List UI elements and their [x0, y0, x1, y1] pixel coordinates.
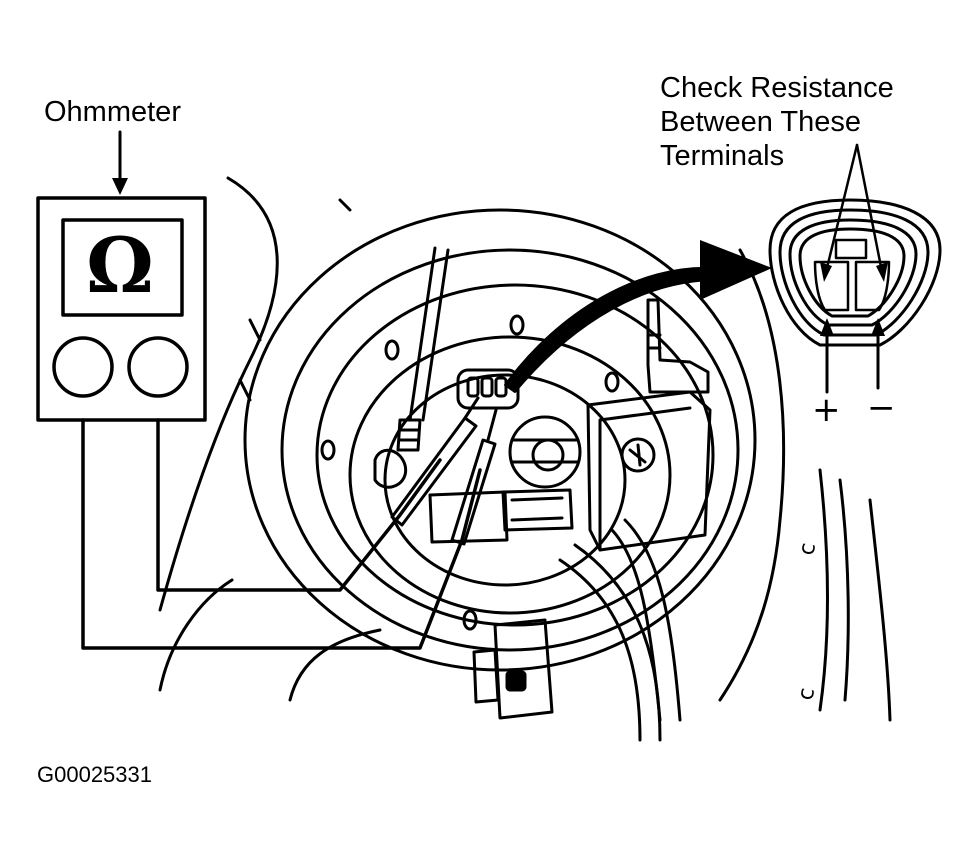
terminal-pointer-right — [855, 143, 884, 274]
clip-mark-lower: c — [793, 686, 820, 702]
ohmmeter-pointer-arrowhead — [112, 178, 128, 195]
ohmmeter-body — [36, 196, 207, 422]
regulator-gauge — [620, 437, 656, 473]
connector-shell-4 — [798, 227, 906, 318]
fuel-line-3 — [558, 558, 642, 742]
callout-arrow-head — [700, 240, 772, 300]
lower-clip-line — [472, 648, 500, 704]
ohmmeter — [36, 130, 207, 422]
connector-shell-2 — [778, 208, 930, 337]
body-contour-bottom — [288, 628, 382, 702]
round-fitting — [508, 415, 582, 489]
check-resistance-line-1: Check Resistance — [660, 72, 894, 104]
pump-connector-pin — [494, 376, 508, 398]
check-resistance-line-2: Between These — [660, 106, 861, 138]
plus-pointer-head — [820, 318, 834, 336]
fuel-line-4 — [573, 543, 662, 742]
body-contour-right-2 — [818, 468, 829, 712]
sender-pivot — [373, 449, 408, 489]
terminal-pointer-left — [824, 143, 859, 274]
minus-pointer-head — [871, 318, 885, 336]
harness-connector — [501, 488, 574, 532]
sender-arm — [408, 246, 450, 422]
lower-clip-latch — [505, 670, 527, 692]
flange-bolt — [462, 609, 478, 631]
callout-arrow — [504, 240, 772, 393]
harness-connector-detail — [510, 496, 564, 522]
regulator-gauge-mark — [628, 443, 647, 467]
terminal-pointers — [820, 143, 888, 282]
ohmmeter-jack-right — [127, 336, 189, 398]
terminal-pointer-left-head — [820, 262, 832, 282]
pump-flange-inner — [383, 373, 627, 587]
probe-tip-right — [486, 408, 498, 442]
tank-ring-3 — [315, 283, 715, 627]
connector-shell-3 — [788, 218, 918, 327]
clip-mark-upper: c — [794, 541, 821, 557]
pump-flange — [348, 335, 672, 615]
ohmmeter-display — [61, 218, 184, 317]
flange-bolt — [384, 339, 400, 361]
ohm-symbol: Ω — [86, 221, 154, 310]
body-contour-right-3 — [868, 498, 892, 722]
fuel-line-2 — [623, 518, 682, 722]
connector-shell-outer — [768, 198, 942, 347]
body-contour-right-4 — [838, 478, 850, 702]
pump-connector-pin — [466, 376, 480, 398]
positive-terminal-label: + — [812, 390, 841, 430]
outlet-fitting-rings — [646, 333, 662, 350]
ohmmeter-jack-left — [52, 336, 114, 398]
regulator-block-edge — [598, 406, 692, 552]
harness-connector-2 — [428, 490, 509, 544]
flange-bolt — [604, 371, 620, 393]
outlet-fitting — [646, 298, 710, 394]
check-resistance-label: Check Resistance Between These Terminals — [660, 71, 894, 173]
flange-bolt — [320, 439, 336, 461]
probe-left — [390, 416, 478, 527]
test-lead-outer — [81, 418, 482, 650]
round-fitting-band — [510, 438, 580, 464]
terminal-pointer-right-head — [876, 262, 888, 282]
body-contour-right — [718, 248, 786, 702]
sender-coil — [396, 418, 422, 452]
enlarged-connector — [768, 198, 942, 347]
pump-connector-pin — [480, 376, 494, 398]
regulator-block — [586, 390, 712, 552]
terminal-key — [834, 238, 868, 260]
tank-ring-2 — [280, 248, 740, 652]
terminal-cavity-left — [813, 260, 850, 312]
negative-terminal-label: − — [867, 388, 896, 428]
round-fitting-inner — [531, 438, 565, 472]
tank-outer-ring — [243, 208, 757, 672]
flange-bolt — [509, 314, 525, 336]
figure-id: G00025331 — [37, 762, 152, 787]
tank-seam — [238, 198, 352, 402]
test-lead-inner — [156, 418, 442, 592]
body-contour-left — [158, 176, 279, 612]
terminal-cavity-right — [854, 260, 891, 312]
check-resistance-line-3: Terminals — [660, 140, 785, 172]
polarity-pointers — [820, 318, 885, 394]
fuel-tank-assembly: c c — [158, 176, 892, 742]
body-contour-lower-left — [158, 578, 234, 692]
ohmmeter-label: Ohmmeter — [44, 96, 181, 128]
